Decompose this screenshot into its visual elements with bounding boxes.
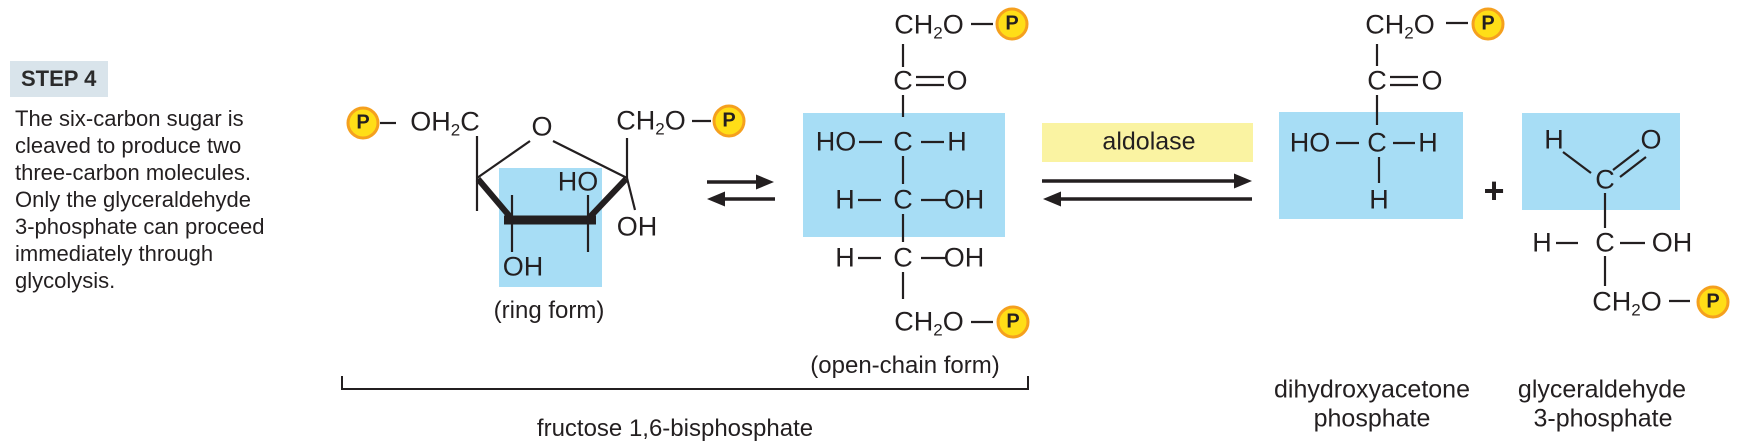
phosphate-icon: P xyxy=(995,7,1029,41)
dhap-c2-oxygen: O xyxy=(1421,65,1443,96)
dhap-bonds xyxy=(1336,21,1468,183)
open-chain-c6-group: CH2O xyxy=(894,306,964,339)
dhap-c3: C xyxy=(1367,127,1387,158)
g3p-c2-left: H xyxy=(1532,227,1552,258)
open-chain-c4: C xyxy=(893,184,913,215)
fructose-bracket xyxy=(341,376,1029,390)
open-chain-c5: C xyxy=(893,242,913,273)
dhap-c3-right: H xyxy=(1418,127,1438,158)
open-chain-c3: C xyxy=(893,126,913,157)
equilibrium-arrows-right xyxy=(1042,173,1252,207)
open-chain-caption: (open-chain form) xyxy=(810,352,1000,379)
open-chain-c2-oxygen: O xyxy=(946,65,968,96)
dhap-c1-group: CH2O xyxy=(1365,9,1435,42)
phosphate-letter: P xyxy=(356,111,370,134)
phosphate-letter: P xyxy=(1706,290,1720,313)
phosphate-icon: P xyxy=(1696,285,1730,319)
open-chain-c4-left: H xyxy=(835,184,855,215)
ring-form-caption: (ring form) xyxy=(493,297,605,324)
formula-text: O xyxy=(942,9,964,40)
g3p-bonds xyxy=(1556,149,1690,303)
dhap-highlight xyxy=(1279,112,1463,219)
dhap-name-line1: dihydroxyacetone xyxy=(1274,375,1470,404)
step-title: STEP 4 xyxy=(21,66,97,91)
formula-text: O xyxy=(1413,9,1435,40)
open-chain-c5-right: OH xyxy=(943,242,985,273)
phosphate-letter: P xyxy=(1481,12,1495,35)
formula-text: C xyxy=(460,106,480,137)
equilibrium-arrows-left xyxy=(707,174,775,207)
open-chain-c3-right: H xyxy=(947,126,967,157)
open-chain-bonds xyxy=(858,22,993,324)
enzyme-label-box xyxy=(1042,123,1253,162)
formula-subscript: 2 xyxy=(450,120,461,140)
phosphate-letter: P xyxy=(1006,310,1020,333)
ring-form-highlight xyxy=(499,168,602,287)
phosphate-icon: P xyxy=(996,305,1030,339)
g3p-c1-oxygen: O xyxy=(1640,124,1662,155)
open-chain-c1-group: CH2O xyxy=(894,9,964,42)
formula-text: CH xyxy=(894,306,934,337)
ring-oh-bottom: OH xyxy=(502,251,544,282)
open-chain-c3-left: HO xyxy=(815,126,857,157)
dhap-c3-below: H xyxy=(1369,184,1389,215)
formula-subscript: 2 xyxy=(1404,23,1414,43)
phosphate-letter: P xyxy=(722,109,736,132)
formula-subscript: 2 xyxy=(933,23,943,43)
dhap-c3-left: HO xyxy=(1289,127,1331,158)
ring-form-bonds xyxy=(380,119,711,252)
formula-subscript: 2 xyxy=(1631,300,1641,320)
step-badge: STEP 4 xyxy=(10,61,108,97)
g3p-name-line1: glyceraldehyde xyxy=(1517,375,1687,404)
formula-text: CH xyxy=(894,9,934,40)
phosphate-icon: P xyxy=(712,104,746,138)
formula-text: OH xyxy=(410,106,451,137)
formula-text: O xyxy=(664,105,686,136)
g3p-c3-group: CH2O xyxy=(1592,286,1662,319)
open-chain-c2: C xyxy=(893,65,913,96)
ring-ho-inner: HO xyxy=(557,166,599,197)
ring-left-group: OH2C xyxy=(410,106,480,139)
g3p-name-line2: 3-phosphate xyxy=(1533,404,1673,433)
fructose-bisphosphate-label: fructose 1,6-bisphosphate xyxy=(536,415,814,442)
open-chain-c4-right: OH xyxy=(943,184,985,215)
phosphate-letter: P xyxy=(1005,12,1019,35)
phosphate-icon: P xyxy=(1471,7,1505,41)
formula-text: CH xyxy=(616,105,656,136)
open-chain-c5-left: H xyxy=(835,242,855,273)
formula-text: CH xyxy=(1592,286,1632,317)
enzyme-label: aldolase xyxy=(1102,127,1196,156)
ring-right-group: CH2O xyxy=(616,105,686,138)
ring-oh-right: OH xyxy=(616,211,658,242)
formula-text: O xyxy=(1640,286,1662,317)
plus-sign: + xyxy=(1483,170,1505,211)
g3p-c1: C xyxy=(1595,164,1615,195)
g3p-c2-right: OH xyxy=(1651,227,1693,258)
g3p-highlight xyxy=(1522,113,1680,210)
formula-text: CH xyxy=(1365,9,1405,40)
g3p-c1-h: H xyxy=(1544,124,1564,155)
dhap-c2: C xyxy=(1367,65,1387,96)
ring-oxygen: O xyxy=(531,111,553,142)
formula-subscript: 2 xyxy=(933,320,943,340)
phosphate-icon: P xyxy=(346,106,380,140)
dhap-name-line2: phosphate xyxy=(1313,404,1431,433)
formula-subscript: 2 xyxy=(655,119,665,139)
g3p-c2: C xyxy=(1595,227,1615,258)
formula-text: O xyxy=(942,306,964,337)
step-description: The six-carbon sugar is cleaved to produ… xyxy=(15,106,265,293)
